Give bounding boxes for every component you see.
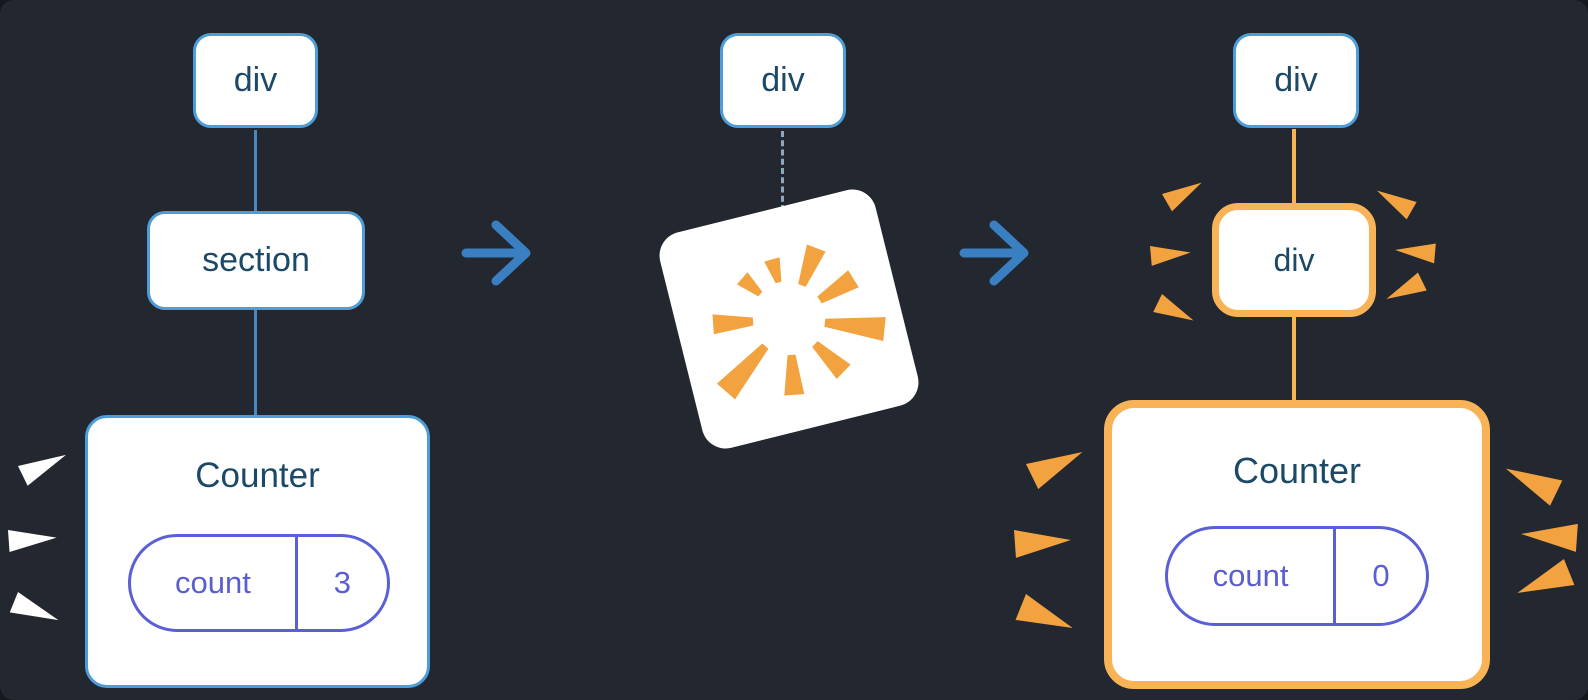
tree-node-label: div: [1274, 61, 1318, 99]
arrow-right-icon: [461, 220, 531, 286]
tree-edge-section-counter: [254, 310, 257, 415]
poof-icon: [659, 189, 919, 449]
state-value: 3: [333, 565, 352, 600]
component-title: Counter: [1232, 450, 1362, 491]
tree-node-div-root-during: div: [720, 33, 846, 128]
arrow-right-icon: [959, 220, 1029, 286]
sparkle-orange-icon: [1014, 452, 1083, 628]
state-pill-before: count 3: [128, 534, 390, 632]
state-pill-divider: [1333, 529, 1337, 623]
tree-node-div-root-after: div: [1233, 33, 1359, 128]
sparkle-orange-icon: [1505, 468, 1578, 593]
tree-edge-dashed-removed: [781, 131, 784, 211]
tree-node-label: div: [761, 61, 805, 99]
tree-node-div-new: div: [1212, 203, 1376, 317]
tree-node-section-before: section: [147, 211, 365, 310]
state-value: 0: [1372, 558, 1390, 593]
tree-node-label: section: [202, 241, 310, 279]
component-title: Counter: [195, 456, 320, 495]
state-key: count: [174, 565, 251, 600]
sparkle-orange-icon: [1150, 182, 1436, 321]
tree-node-div-root-before: div: [193, 33, 318, 128]
tree-edge-highlight-root-div: [1292, 129, 1296, 205]
state-pill-after: count 0: [1165, 526, 1429, 626]
tree-edge-highlight-div-counter: [1292, 316, 1296, 401]
counter-component-card-before: Counter count 3: [85, 415, 430, 688]
tree-edge-root-section: [254, 130, 257, 211]
state-key: count: [1212, 558, 1289, 593]
tree-node-label: div: [233, 61, 278, 99]
tree-node-label: div: [1273, 241, 1315, 278]
state-pill-divider: [294, 537, 298, 629]
counter-component-card-after: Counter count 0: [1104, 400, 1490, 689]
sparkle-white-icon: [8, 454, 66, 621]
